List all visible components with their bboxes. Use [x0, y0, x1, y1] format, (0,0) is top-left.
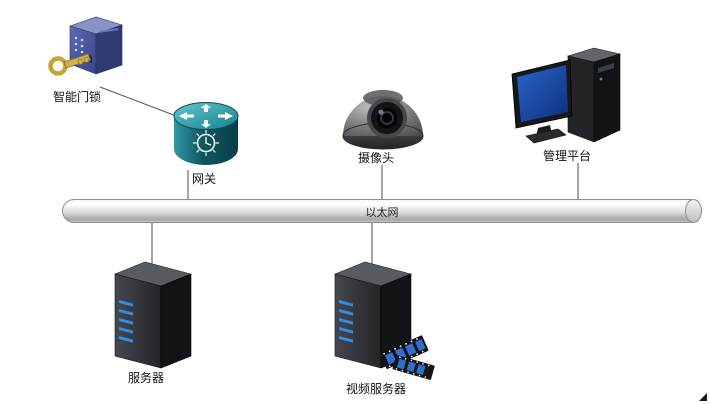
film-strip-icon: [380, 335, 435, 380]
dome-camera-icon[interactable]: [341, 64, 425, 152]
node-label-camera: 摄像头: [357, 151, 396, 165]
management-workstation-icon[interactable]: [506, 42, 628, 150]
ethernet-bus[interactable]: 以太网: [62, 199, 702, 223]
server-tower-icon[interactable]: [109, 256, 195, 372]
node-label-gateway: 网关: [191, 172, 218, 186]
bus-end-cap-icon: [685, 199, 702, 223]
node-label-platform: 管理平台: [542, 149, 593, 163]
smart-lock-icon[interactable]: [48, 10, 136, 94]
node-label-server: 服务器: [127, 371, 166, 385]
node-label-video-server: 视频服务器: [345, 382, 408, 396]
canvas-corner-arrow-icon: [699, 393, 707, 401]
router-icon[interactable]: [172, 99, 240, 171]
node-label-door-lock: 智能门锁: [52, 90, 103, 104]
ethernet-bus-label: 以太网: [365, 206, 399, 219]
